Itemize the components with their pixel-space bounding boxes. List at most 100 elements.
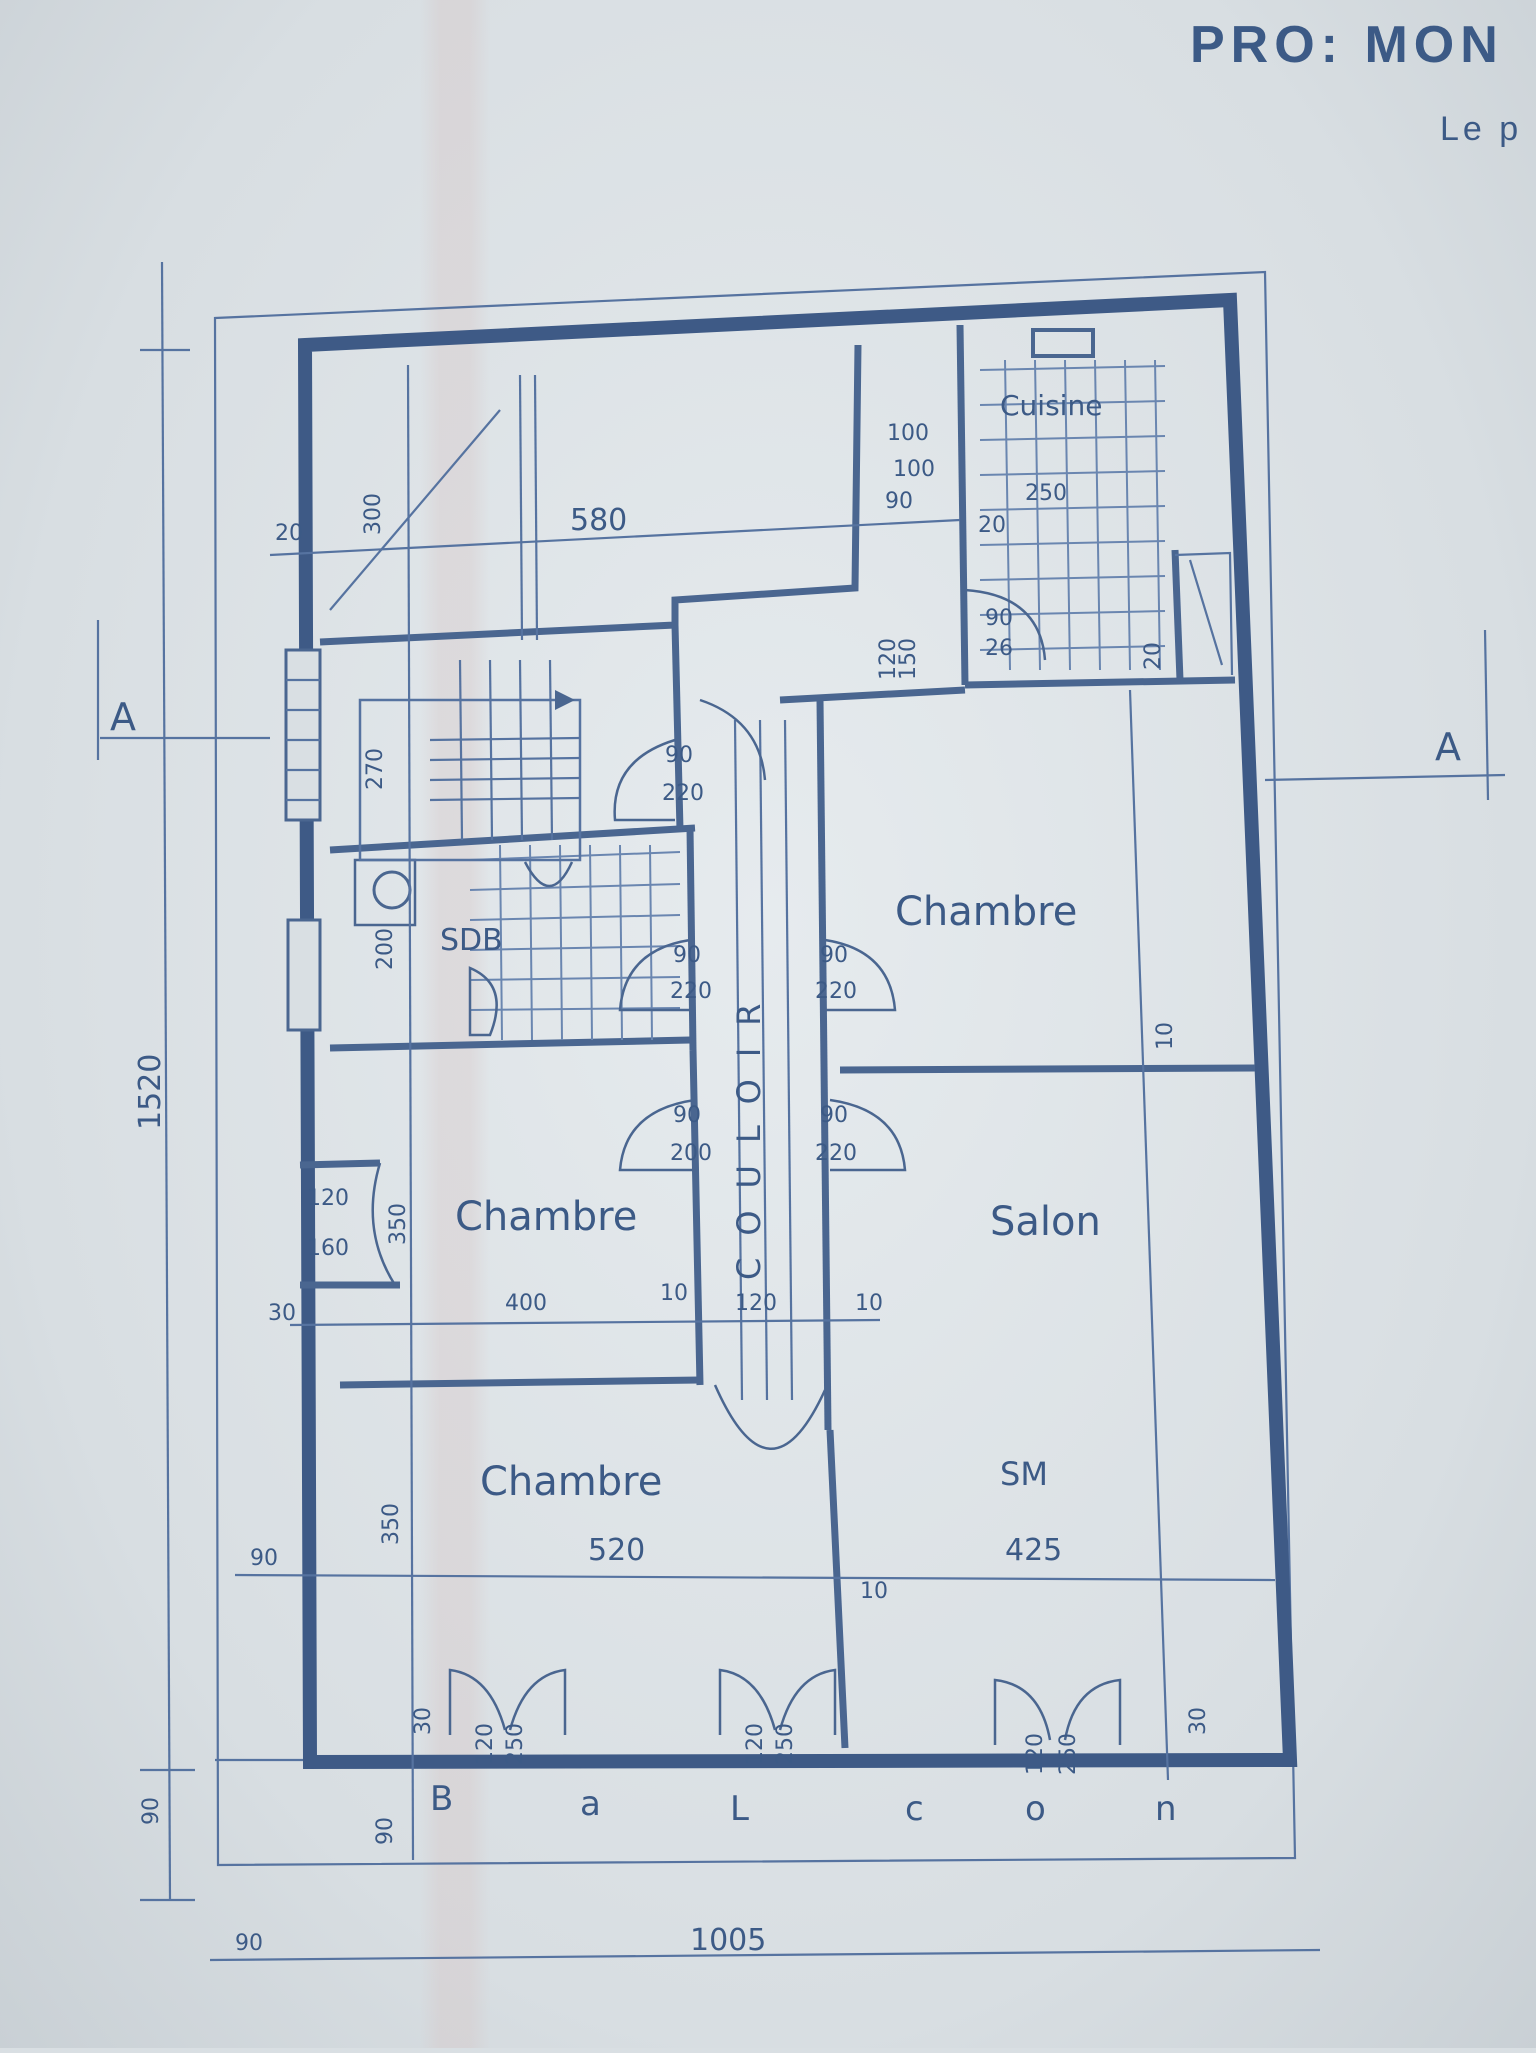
dim-kitchen-d2: 100 [893, 457, 935, 482]
dim-wall-30: 30 [268, 1301, 296, 1326]
room-label-kitchen: Cuisine [1000, 389, 1102, 422]
door-label-bedroom-right-h: 220 [815, 979, 857, 1004]
section-arrow-right [1483, 629, 1490, 801]
door-label-bath-w: 90 [673, 943, 701, 968]
door-label-salon-w: 90 [820, 1103, 848, 1128]
wall-kitchen-right [1171, 549, 1184, 681]
section-mark-left: A [110, 695, 136, 739]
door-swing-kitchen [964, 588, 1047, 661]
dim-right-30: 30 [1186, 1707, 1211, 1735]
room-label-corridor: COULOIR [730, 982, 768, 1281]
room-label-salon: Salon [990, 1199, 1101, 1245]
section-mark-right: A [1435, 725, 1461, 769]
dim-kitchen-d3: 90 [885, 489, 913, 514]
wall-kitchen-bottom [964, 676, 1236, 689]
corridor-line1 [733, 719, 744, 1401]
balcon-letter-3: L [730, 1789, 749, 1829]
wall-bedroom-right-bottom [839, 1064, 1256, 1074]
room-label-dining: SM [1000, 1455, 1048, 1493]
door-swing-bedroom-mid [618, 1098, 696, 1172]
wall-salon-left [826, 1429, 849, 1749]
dim-bedroom-mid-width: 400 [505, 1291, 547, 1316]
wall-corridor-top [779, 686, 966, 704]
wall-bath-top [329, 824, 696, 854]
balcon-letter-4: c [905, 1789, 924, 1829]
door-label-balcony1-h: 250 [503, 1723, 528, 1765]
dim-upper-width: 580 [570, 503, 627, 538]
door-swing-balcony-3 [993, 1678, 1122, 1745]
dim-corridor-width: 120 [735, 1291, 777, 1316]
toilet [523, 861, 574, 888]
room-label-bathroom: SDB [440, 923, 503, 958]
door-label-bedroom-right-w: 90 [820, 943, 848, 968]
kitchen-appliance [1031, 328, 1095, 358]
balcon-letter-5: o [1025, 1789, 1046, 1829]
kitchen-tiles [979, 359, 1166, 671]
window-left-bath [286, 918, 322, 1032]
corridor-line2 [758, 719, 769, 1401]
room-label-bedroom-bottom: Chambre [480, 1459, 662, 1505]
dim-balcony-depth: 90 [373, 1817, 398, 1845]
wall-corridor-right [816, 699, 832, 1431]
wall-bath-bottom [329, 1036, 691, 1052]
room-label-bedroom-middle: Chambre [455, 1194, 637, 1240]
header-subtitle: Le p [1440, 110, 1522, 148]
dim-wall-10b: 10 [855, 1291, 883, 1316]
wall-kitchen-left [956, 324, 969, 686]
room-label-bedroom-right: Chambre [895, 889, 1077, 935]
door-swing-closet [371, 1162, 397, 1286]
dim-kitchen-door-b: 150 [896, 638, 921, 680]
staircase [358, 659, 582, 862]
dim-bottom-height: 350 [379, 1503, 404, 1545]
dim-wall-10a: 10 [660, 1281, 688, 1306]
dim-margin-bottom: 90 [139, 1797, 164, 1825]
balcon-letter-1: B [430, 1779, 453, 1819]
dim-kitchen-wall: 20 [978, 513, 1006, 538]
door-swing-bedroom-right [824, 938, 897, 1012]
door-label-bedroom-mid-w: 90 [673, 1103, 701, 1128]
dim-line-upper [269, 518, 961, 557]
dim-line-total-width [209, 1948, 1321, 1962]
door-swing-bath [618, 938, 691, 1012]
dim-closet-h: 350 [386, 1203, 411, 1245]
stair-void-vert2 [533, 374, 539, 641]
door-label-bedroom-mid-h: 200 [670, 1141, 712, 1166]
door-label-stair-w: 90 [665, 743, 693, 768]
door-label-balcony2-h: 250 [773, 1723, 798, 1765]
door-swing-balcony-2 [718, 1668, 837, 1735]
dim-total-width: 1005 [690, 1923, 766, 1958]
shower-tray [468, 966, 498, 1037]
balcon-letter-2: a [580, 1784, 601, 1824]
dim-salon-width: 425 [1005, 1533, 1062, 1568]
dim-bath-height: 200 [373, 928, 398, 970]
door-label-balcony2-w: 120 [743, 1723, 768, 1765]
kitchen-counter [1174, 551, 1234, 676]
dim-right-20: 20 [1141, 642, 1166, 670]
door-swing-salon [829, 1098, 907, 1172]
door-label-balcony3-w: 120 [1023, 1733, 1048, 1775]
corridor-end-arc [713, 1384, 827, 1450]
dim-margin-left: 90 [235, 1931, 263, 1956]
dim-line-left-vert [406, 364, 415, 1861]
dim-closet-w: 160 [307, 1236, 349, 1261]
wall-stair-right [671, 624, 684, 831]
balcon-letter-6: n [1155, 1789, 1177, 1829]
dim-bottom-30: 30 [411, 1707, 436, 1735]
header-title: PRO: MON [1190, 16, 1504, 74]
door-label-balcony1-w: 120 [473, 1723, 498, 1765]
dim-kitchen-door-a: 120 [876, 638, 901, 680]
door-label-stair-h: 220 [662, 781, 704, 806]
stair-void-diagonal [329, 409, 501, 611]
exterior-walls [297, 292, 1298, 1770]
door-swing-stair [613, 738, 676, 822]
dim-closet-d: 120 [307, 1186, 349, 1211]
dim-right-10: 10 [1153, 1022, 1178, 1050]
door-swing-balcony-1 [448, 1668, 567, 1735]
dim-left-90: 90 [250, 1546, 278, 1571]
wall-bath-right [686, 827, 697, 1051]
wall-middle-bedroom-bottom [339, 1376, 701, 1389]
door-label-bath-h: 220 [670, 979, 712, 1004]
door-swing-corridor-top [699, 698, 767, 781]
